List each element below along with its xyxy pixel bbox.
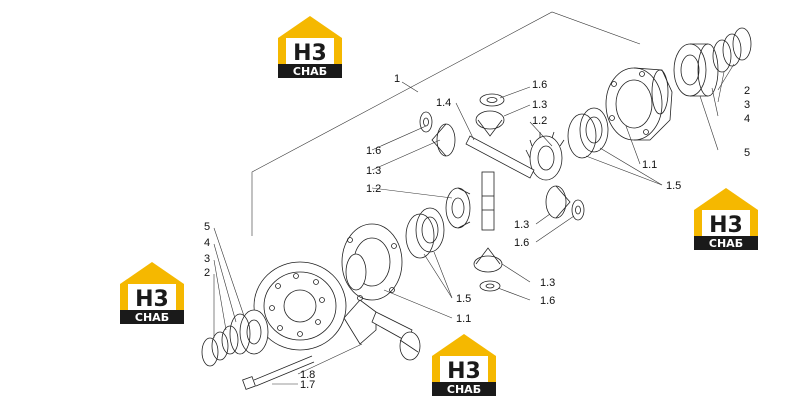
label-5: 5 (744, 147, 750, 159)
label-5: 5 (204, 221, 210, 233)
watermark-logo: H3 СНАБ (120, 262, 184, 324)
diff-housing-right (605, 67, 673, 141)
svg-text:H3: H3 (709, 213, 743, 238)
label-1-3: 1.3 (514, 219, 529, 231)
side-gear-lower (445, 187, 471, 229)
label-1-2: 1.2 (366, 183, 381, 195)
bearing-right (673, 43, 719, 97)
label-2: 2 (204, 267, 210, 279)
friction-discs-lower (405, 207, 445, 259)
svg-text:H3: H3 (135, 287, 169, 312)
shim-rings-right (712, 27, 752, 73)
assembly-bracket (251, 11, 641, 236)
side-gear-upper (525, 131, 565, 181)
label-3: 3 (204, 253, 210, 265)
leader-lines (213, 63, 735, 385)
svg-text:СНАБ: СНАБ (293, 65, 327, 78)
svg-text:H3: H3 (447, 359, 481, 384)
crown-wheel (253, 261, 347, 351)
label-1-5: 1.5 (666, 180, 681, 192)
label-1-6: 1.6 (366, 145, 381, 157)
label-1-6: 1.6 (532, 79, 547, 91)
label-1-1: 1.1 (642, 159, 657, 171)
label-3: 3 (744, 99, 750, 111)
label-1-8: 1.8 (300, 369, 315, 381)
svg-text:СНАБ: СНАБ (135, 311, 169, 324)
pinion-gear-left (431, 123, 456, 157)
svg-text:H3: H3 (293, 41, 327, 66)
cross-shaft (465, 135, 535, 231)
bearing-left (229, 309, 269, 355)
label-1-6: 1.6 (540, 295, 555, 307)
pinion-gear-right (545, 185, 571, 219)
watermark-logo: H3 СНАБ (432, 334, 496, 396)
watermark-logo: H3 СНАБ (694, 188, 758, 250)
svg-text:СНАБ: СНАБ (709, 237, 743, 250)
bolt (242, 355, 315, 390)
label-1-4: 1.4 (436, 97, 451, 109)
thrust-washer-left (419, 111, 433, 133)
pinion-gear-top (475, 110, 505, 137)
label-4: 4 (204, 237, 210, 249)
label-1-5: 1.5 (456, 293, 471, 305)
thrust-washer-right (571, 199, 585, 221)
label-1: 1 (394, 73, 400, 85)
friction-discs-upper (567, 107, 609, 159)
label-1-3: 1.3 (532, 99, 547, 111)
watermark-logo: H3 СНАБ (278, 16, 342, 78)
pinion-shaft (343, 299, 421, 361)
label-1-7: 1.7 (300, 379, 315, 391)
label-1-6: 1.6 (514, 237, 529, 249)
thrust-washer-bottom (479, 280, 501, 292)
label-1-1: 1.1 (456, 313, 471, 325)
thrust-washer-top (479, 93, 505, 107)
label-1-3: 1.3 (540, 277, 555, 289)
pinion-gear-bottom (473, 247, 503, 273)
label-2: 2 (744, 85, 750, 97)
shim-rings-left (201, 325, 239, 367)
label-1-3: 1.3 (366, 165, 381, 177)
svg-text:СНАБ: СНАБ (447, 383, 481, 396)
diff-housing-left (341, 223, 403, 301)
label-4: 4 (744, 113, 750, 125)
label-1-2: 1.2 (532, 115, 547, 127)
